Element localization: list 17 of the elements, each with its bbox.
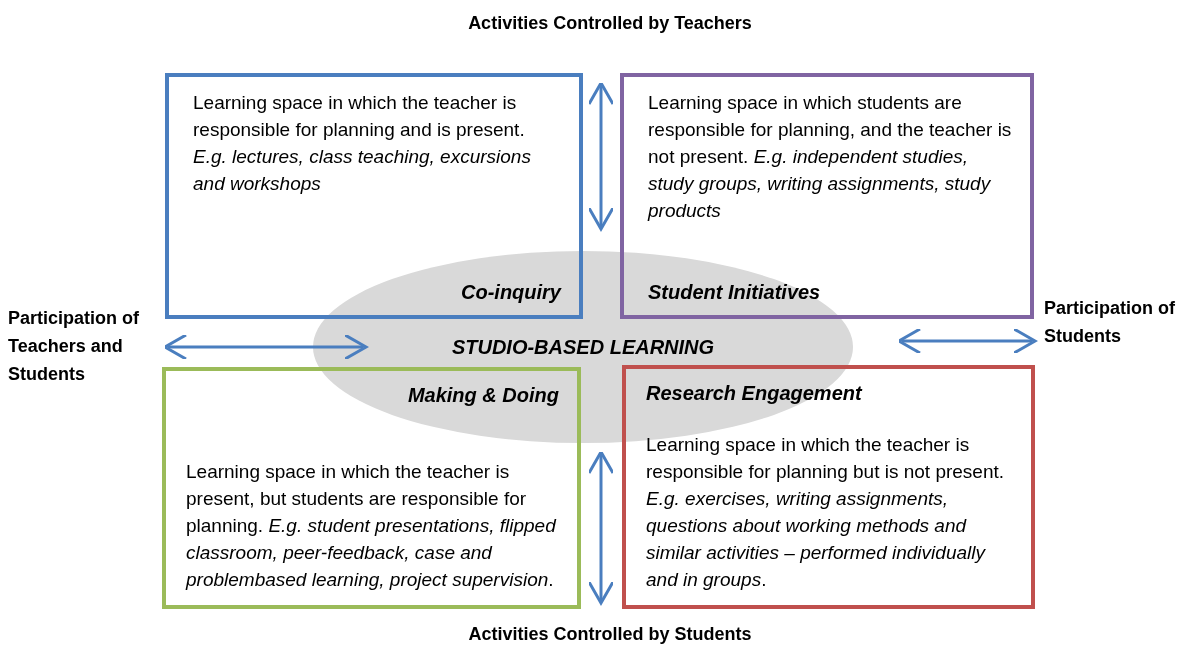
quadrant-description: Learning space in which the teacher is present, but students are responsible for planning. E.g. student presentations, flipped classroom, peer-feedback, case and problembased learning, project supervision. (186, 460, 558, 592)
axis-label: Participation of Students (1044, 297, 1176, 348)
axis-label: Activities Controlled by Teachers (467, 12, 753, 35)
quadrant-heading: Making & Doing (407, 383, 559, 408)
quadrant-box (622, 365, 1035, 609)
quadrant-heading: Student Initiatives (648, 280, 821, 305)
quadrant-heading: Research Engagement (646, 381, 862, 406)
quadrant-box (620, 73, 1034, 319)
ellipse-label: STUDIO-BASED LEARNING (451, 335, 715, 360)
quadrant-box (165, 73, 583, 319)
quadrant-description: Learning space in which students are responsible for planning, and the teacher is not present. E.g. independent studies, study groups, writing assignments, study products (648, 91, 1012, 223)
quadrant-description: Learning space in which the teacher is responsible for planning and is present. E.g. lectures, class teaching, excursions and workshops (193, 91, 532, 196)
axis-label: Activities Controlled by Students (467, 623, 753, 646)
quadrant-box (162, 367, 581, 609)
quadrant-description: Learning space in which the teacher is responsible for planning but is not present. E.g. exercises, writing assignments, questions about working methods and similar activities – performed individually and in groups. (646, 433, 1006, 592)
axis-label: Participation of Teachers and Students (8, 307, 140, 386)
quadrant-heading: Co-inquiry (461, 280, 561, 305)
